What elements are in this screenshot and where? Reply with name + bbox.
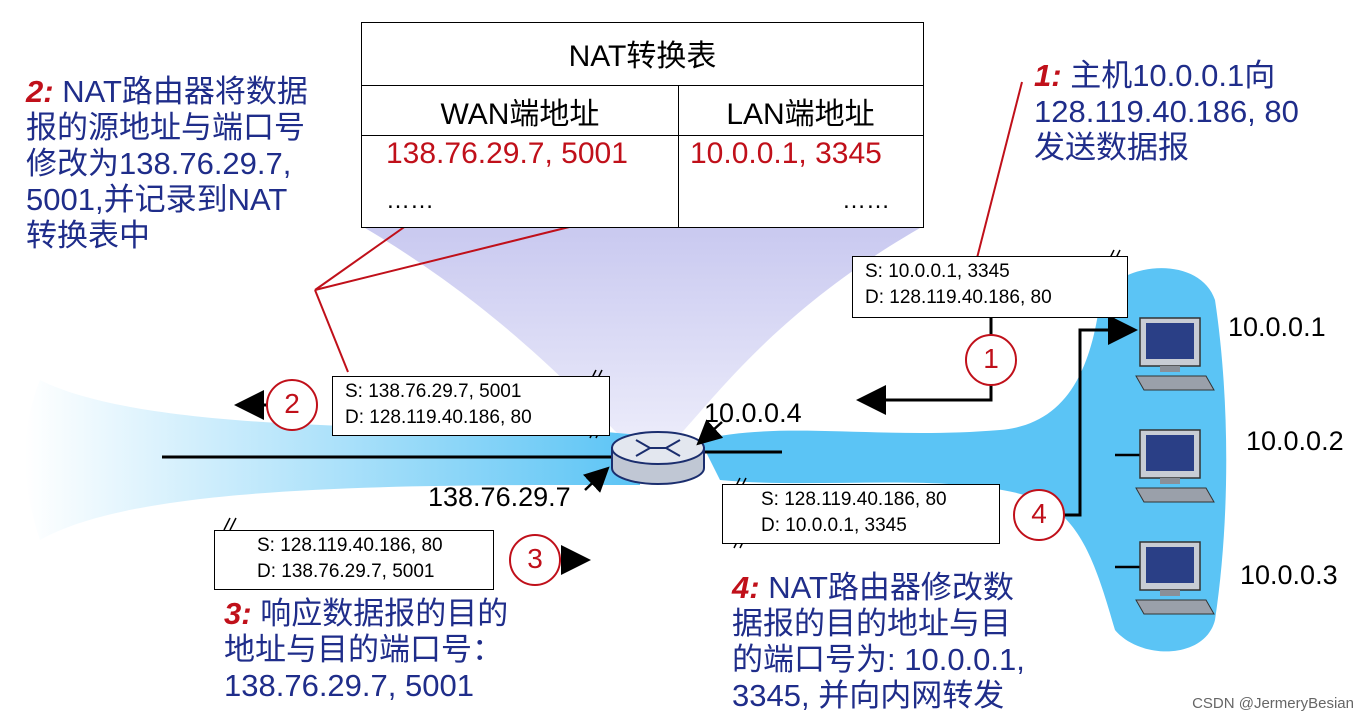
credit-watermark: CSDN @JermeryBesian [1192, 695, 1354, 712]
computer-icon [1135, 541, 1215, 615]
host2-address: 10.0.0.2 [1246, 426, 1344, 456]
nat-ellipsis-wan: …… [386, 187, 434, 214]
router-wan-pointer [582, 466, 610, 493]
packet-destination: D: 138.76.29.7, 5001 [257, 561, 435, 582]
note-step3-line: 138.76.29.7, 5001 [224, 668, 474, 703]
note-step2-line: 修改为138.76.29.7, [26, 146, 292, 181]
note-step2-number: 2: [26, 74, 54, 109]
leader-line-packet1 [976, 81, 1023, 259]
computer-icon [1135, 429, 1215, 503]
packet-source: S: 10.0.0.1, 3345 [865, 261, 1010, 282]
note-step1: 1: 主机10.0.0.1向 128.119.40.186, 80 发送数据报 [1034, 58, 1299, 166]
note-step4-line: 的端口号为: 10.0.0.1, [732, 642, 1025, 677]
note-step2-line: NAT路由器将数据 [53, 74, 308, 109]
nat-table-cone [365, 228, 920, 455]
note-step2-line: 报的源地址与端口号 [26, 110, 305, 145]
nat-router-icon [611, 431, 705, 485]
note-step3-number: 3: [224, 596, 252, 631]
leader-line-packet2 [314, 289, 349, 373]
nat-table-body-rule [362, 135, 923, 136]
packet-step4: S: 128.119.40.186, 80 D: 10.0.0.1, 3345 [722, 484, 1000, 544]
packet-source: S: 138.76.29.7, 5001 [345, 381, 522, 402]
note-step1-line: 128.119.40.186, 80 [1034, 94, 1299, 129]
note-step1-number: 1: [1034, 58, 1062, 93]
nat-col-wan-header: WAN端地址 [440, 98, 600, 131]
host1-address: 10.0.0.1 [1228, 312, 1326, 342]
step-circle-1 [965, 334, 1017, 386]
nat-table: NAT转换表 WAN端地址 LAN端地址 138.76.29.7, 5001 1… [361, 22, 924, 228]
host3-address: 10.0.0.3 [1240, 560, 1338, 590]
router-lan-pointer [696, 419, 724, 446]
packet-destination: D: 128.119.40.186, 80 [865, 287, 1052, 308]
nat-row-wan-value: 138.76.29.7, 5001 [386, 137, 628, 170]
note-step3: 3: 响应数据报的目的 地址与目的端口号： 138.76.29.7, 5001 [224, 596, 508, 704]
note-step4-line: 据报的目的地址与目 [732, 606, 1011, 641]
step-circle-2 [266, 379, 318, 431]
step-circle-4 [1013, 489, 1065, 541]
note-step4-number: 4: [732, 570, 760, 605]
lan-network-shape [700, 268, 1227, 652]
router-wan-address: 138.76.29.7 [428, 482, 571, 512]
packet-step2: S: 138.76.29.7, 5001 D: 128.119.40.186, … [332, 376, 610, 436]
note-step2-line: 转换表中 [26, 218, 150, 253]
nat-table-title: NAT转换表 [568, 40, 717, 73]
router-lan-address: 10.0.0.4 [704, 398, 802, 428]
note-step4: 4: NAT路由器修改数 据报的目的地址与目 的端口号为: 10.0.0.1, … [732, 570, 1025, 714]
step-label-1: 1 [983, 343, 999, 374]
note-step1-line: 主机10.0.0.1向 [1061, 58, 1276, 93]
note-step4-line: 3345, 并向内网转发 [732, 678, 1005, 713]
nat-ellipsis-lan: …… [842, 187, 890, 214]
computer-icon [1135, 317, 1215, 391]
step-label-2: 2 [284, 388, 300, 419]
note-step4-line: NAT路由器修改数 [759, 570, 1014, 605]
nat-table-header-rule [362, 85, 923, 86]
note-step2: 2: NAT路由器将数据 报的源地址与端口号 修改为138.76.29.7, 5… [26, 74, 308, 254]
note-step1-line: 发送数据报 [1034, 130, 1189, 165]
wan-network-shape [25, 380, 640, 540]
packet-destination: D: 10.0.0.1, 3345 [761, 515, 907, 536]
nat-row-lan-value: 10.0.0.1, 3345 [690, 137, 882, 170]
packet-step1: S: 10.0.0.1, 3345 D: 128.119.40.186, 80 [852, 256, 1128, 318]
note-step2-line: 5001,并记录到NAT [26, 182, 288, 217]
step-circle-3 [509, 534, 561, 586]
nat-col-lan-header: LAN端地址 [726, 98, 875, 131]
packet-step3: S: 128.119.40.186, 80 D: 138.76.29.7, 50… [214, 530, 494, 590]
step-label-3: 3 [527, 543, 543, 574]
packet-source: S: 128.119.40.186, 80 [761, 489, 947, 510]
packet-destination: D: 128.119.40.186, 80 [345, 407, 532, 428]
packet-source: S: 128.119.40.186, 80 [257, 535, 443, 556]
flow-step4 [1062, 315, 1138, 517]
nat-table-column-rule [678, 85, 679, 227]
note-step3-line: 响应数据报的目的 [251, 596, 509, 631]
step-label-4: 4 [1031, 498, 1047, 529]
note-step3-line: 地址与目的端口号： [224, 632, 503, 667]
